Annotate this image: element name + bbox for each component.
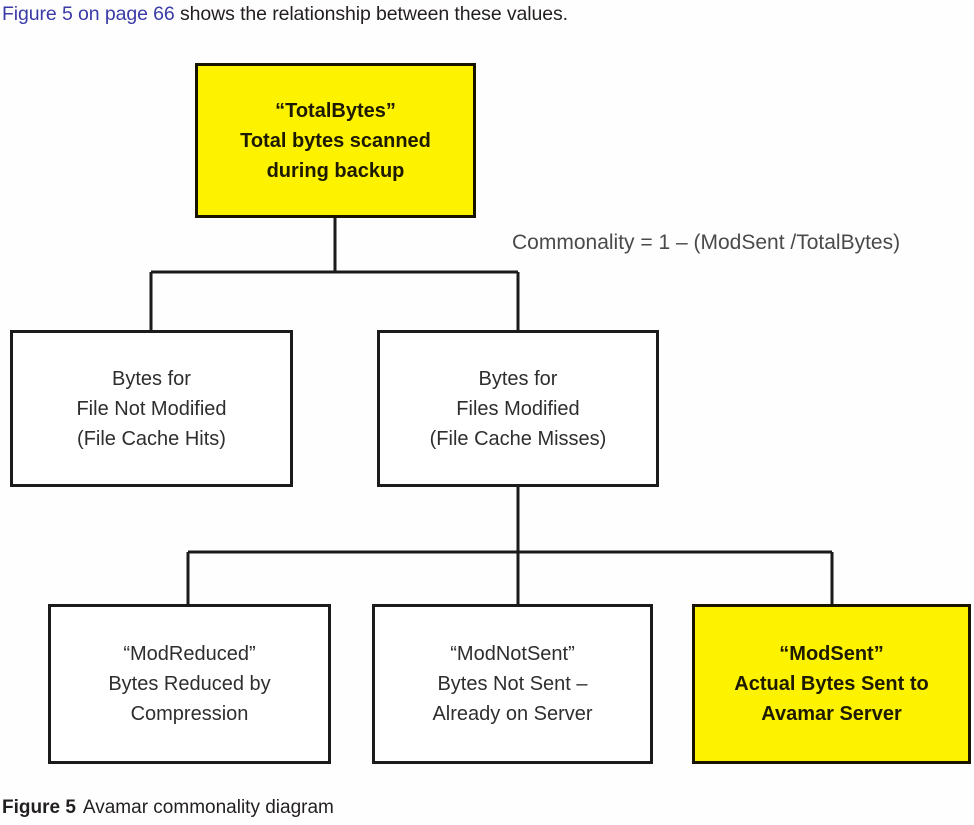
node-mod-sent-line3: Avamar Server [761,703,902,725]
node-mod-sent-line2: Actual Bytes Sent to [734,673,929,695]
connector-lines [149,218,834,604]
intro-sentence-rest: shows the relationship between these val… [174,3,568,25]
node-mod-not-sent-line1: “ModNotSent” [450,643,575,665]
node-modified-line1: Bytes for [478,367,558,390]
intro-sentence: Figure 5 on page 66 shows the relationsh… [2,0,962,30]
node-mod-not-sent: “ModNotSent” Bytes Not Sent – Already on… [372,604,653,764]
figure-cross-reference-link[interactable]: Figure 5 on page 66 [2,3,175,25]
node-not-modified-line2: File Not Modified [76,397,227,420]
node-totalbytes-line1: “TotalBytes” [275,99,396,122]
node-modified-line3: (File Cache Misses) [429,427,607,450]
node-modified-line2: Files Modified [456,397,580,420]
node-not-modified-line1: Bytes for [112,367,191,390]
node-bytes-file-not-modified: Bytes for File Not Modified (File Cache … [10,330,293,487]
node-totalbytes: “TotalBytes” Total bytes scanned during … [195,63,476,218]
node-mod-not-sent-line2: Bytes Not Sent – [437,673,588,695]
node-mod-sent-line1: “ModSent” [779,643,884,665]
commonality-formula: Commonality = 1 – (ModSent /TotalBytes) [512,231,901,254]
node-not-modified-line3: (File Cache Hits) [77,427,226,450]
node-mod-reduced-line3: Compression [130,703,249,725]
figure-caption-text: Avamar commonality diagram [82,797,334,818]
figure-caption-label: Figure 5 [2,797,76,818]
node-mod-reduced-line1: “ModReduced” [123,643,256,665]
node-mod-reduced: “ModReduced” Bytes Reduced by Compressio… [48,604,331,764]
figure-caption: Figure 5 Avamar commonality diagram [2,795,334,821]
node-mod-reduced-line2: Bytes Reduced by [108,673,271,695]
node-bytes-files-modified: Bytes for Files Modified (File Cache Mis… [377,330,659,487]
avamar-commonality-diagram: “TotalBytes” Total bytes scanned during … [0,40,974,780]
node-mod-not-sent-line3: Already on Server [432,703,593,725]
node-totalbytes-line2: Total bytes scanned [240,129,431,152]
node-totalbytes-line3: during backup [266,159,405,182]
node-mod-sent: “ModSent” Actual Bytes Sent to Avamar Se… [692,604,971,764]
